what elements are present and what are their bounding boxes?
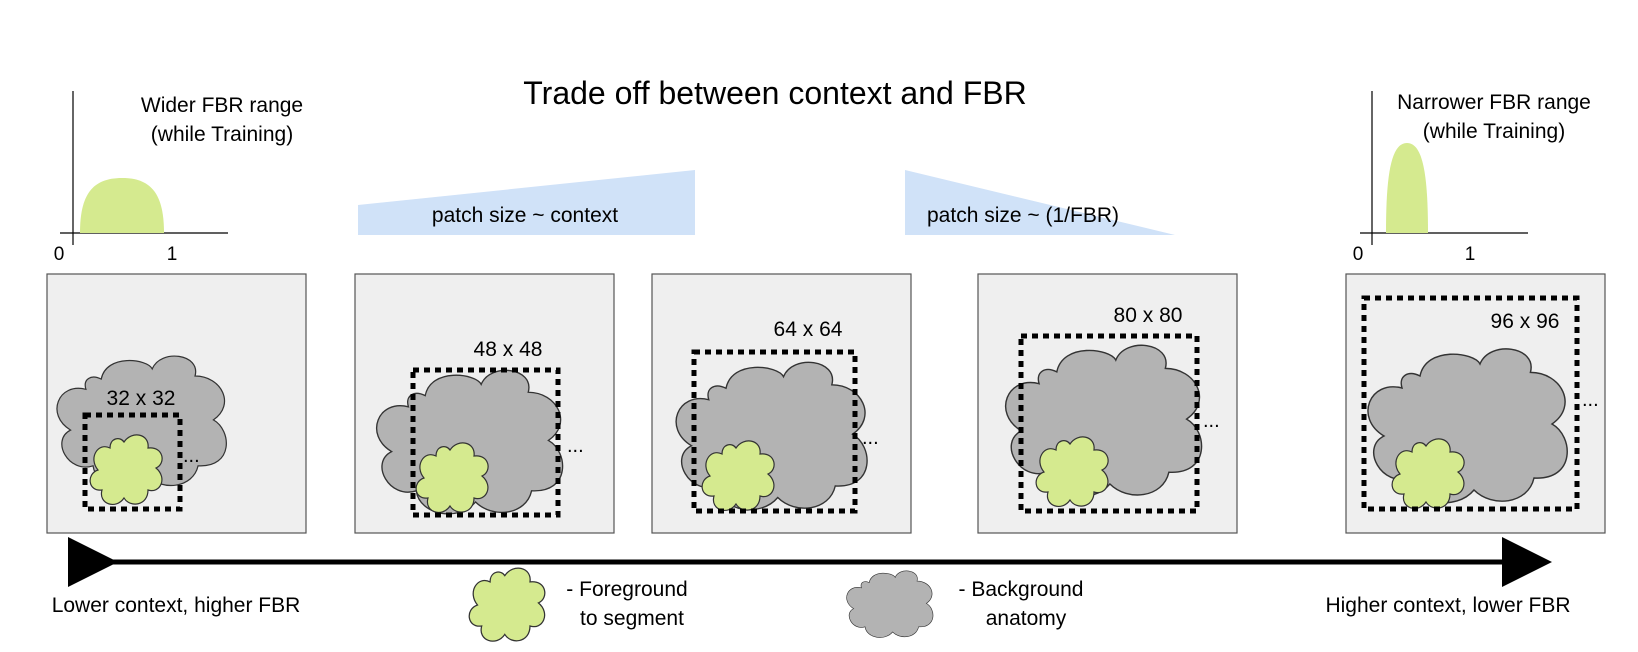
patch-box xyxy=(1018,333,1200,514)
patch-size-label: 80 x 80 xyxy=(1114,304,1183,327)
panel-96: 96 x 96 ... xyxy=(1345,273,1606,534)
patch-size-label: 32 x 32 xyxy=(107,387,176,410)
context-wedge xyxy=(358,170,695,235)
patch-size-label: 96 x 96 xyxy=(1491,310,1560,333)
foreground-blob xyxy=(415,442,489,514)
patch-size-label: 64 x 64 xyxy=(774,318,843,341)
fbr-wedge xyxy=(905,170,1175,235)
context-wedge-label: patch size ~ context xyxy=(432,204,618,227)
panel-80: 80 x 80 ... xyxy=(977,273,1238,534)
ellipsis: ... xyxy=(1203,410,1220,432)
axis-right-label: Higher context, lower FBR xyxy=(1325,594,1570,617)
ellipsis: ... xyxy=(567,435,584,457)
fbr-wedge-label: patch size ~ (1/FBR) xyxy=(927,204,1119,227)
panel-32: 32 x 32 ... xyxy=(46,273,307,534)
right-dist-tick-0: 0 xyxy=(1353,244,1364,265)
legend-foreground-label-2: to segment xyxy=(580,607,684,630)
foreground-blob xyxy=(89,434,163,506)
right-distribution: Narrower FBR range (while Training) 0 1 xyxy=(1353,91,1591,265)
patch-box xyxy=(1361,295,1580,512)
foreground-blob xyxy=(1391,438,1465,510)
wide-fbr-curve xyxy=(80,178,164,233)
patch-box xyxy=(691,349,858,514)
legend-foreground-label-1: - Foreground xyxy=(566,578,687,601)
left-distribution: Wider FBR range (while Training) 0 1 xyxy=(54,91,303,265)
patch-box xyxy=(410,367,561,518)
legend-background-icon xyxy=(846,570,934,638)
panel-48: 48 x 48 ... xyxy=(354,273,615,534)
left-dist-tick-1: 1 xyxy=(167,244,178,265)
legend-foreground-icon xyxy=(468,567,546,642)
legend-background-label-1: - Background xyxy=(959,578,1084,601)
patch-size-label: 48 x 48 xyxy=(474,338,543,361)
right-dist-label-1: Narrower FBR range xyxy=(1397,91,1591,114)
ellipsis: ... xyxy=(862,427,879,449)
left-dist-label-2: (while Training) xyxy=(151,123,293,146)
ellipsis: ... xyxy=(1582,389,1599,411)
axis-left-label: Lower context, higher FBR xyxy=(52,594,301,617)
right-dist-label-2: (while Training) xyxy=(1423,120,1565,143)
left-dist-label-1: Wider FBR range xyxy=(141,94,303,117)
left-dist-tick-0: 0 xyxy=(54,244,65,265)
patch-box xyxy=(82,412,183,512)
narrow-fbr-curve xyxy=(1386,143,1428,233)
panel-64: 64 x 64 ... xyxy=(651,273,912,534)
right-dist-tick-1: 1 xyxy=(1465,244,1476,265)
legend: - Foreground to segment - Background ana… xyxy=(468,567,1084,642)
legend-background-label-2: anatomy xyxy=(986,607,1067,630)
foreground-blob xyxy=(701,440,775,512)
foreground-blob xyxy=(1035,436,1109,508)
diagram-title: Trade off between context and FBR xyxy=(523,75,1026,111)
ellipsis: ... xyxy=(183,445,200,467)
